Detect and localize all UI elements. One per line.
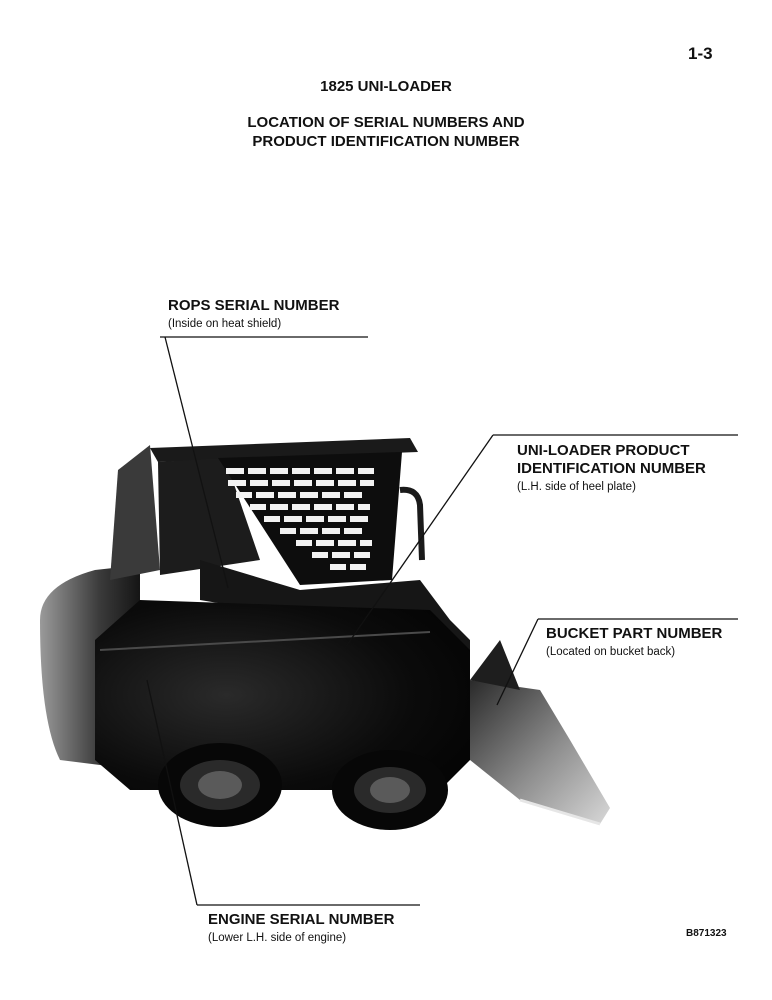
- rops-heading: ROPS SERIAL NUMBER: [168, 297, 340, 314]
- engine-callout: ENGINE SERIAL NUMBER (Lower L.H. side of…: [208, 911, 394, 944]
- pin-leader-line: [344, 434, 494, 649]
- bucket-note: (Located on bucket back): [546, 646, 676, 658]
- body-edge-highlight: [99, 631, 431, 651]
- pin-heading-line-1: UNI-LOADER PRODUCT: [517, 442, 690, 459]
- main-body: [95, 600, 470, 790]
- engine-note: (Lower L.H. side of engine): [208, 932, 347, 944]
- engine-heading: ENGINE SERIAL NUMBER: [208, 911, 395, 928]
- rear-wheel-center: [198, 771, 242, 799]
- page-number: 1-3: [688, 44, 713, 63]
- bucket-heading: BUCKET PART NUMBER: [546, 625, 723, 642]
- cab-side: [158, 458, 260, 575]
- document-title: 1825 UNI-LOADER: [320, 78, 452, 95]
- front-wheel-center: [370, 777, 410, 803]
- bucket: [470, 680, 610, 824]
- engine-leader-line: [146, 679, 198, 906]
- pin-callout: UNI-LOADER PRODUCT IDENTIFICATION NUMBER…: [517, 442, 706, 493]
- cab-roof: [150, 438, 418, 462]
- pin-note: (L.H. side of heel plate): [517, 481, 636, 493]
- bucket-cutting-edge: [519, 798, 601, 826]
- cab-front-rail: [399, 486, 425, 561]
- cab-rear-post: [110, 445, 160, 580]
- rops-note: (Inside on heat shield): [168, 318, 282, 330]
- pin-heading-line-2: IDENTIFICATION NUMBER: [517, 460, 706, 477]
- subtitle-line-1: LOCATION OF SERIAL NUMBERS AND: [247, 114, 525, 131]
- cab-screen-grid: [226, 468, 374, 570]
- bucket-callout: BUCKET PART NUMBER (Located on bucket ba…: [546, 625, 722, 658]
- bucket-mount: [470, 640, 520, 690]
- bucket-leader-line: [496, 618, 539, 706]
- document-subtitle: LOCATION OF SERIAL NUMBERS AND PRODUCT I…: [0, 113, 772, 151]
- rops-leader-line: [164, 336, 229, 589]
- rops-callout: ROPS SERIAL NUMBER (Inside on heat shiel…: [168, 297, 339, 330]
- subtitle-line-2: PRODUCT IDENTIFICATION NUMBER: [252, 133, 520, 150]
- figure-code: B871323: [686, 928, 727, 939]
